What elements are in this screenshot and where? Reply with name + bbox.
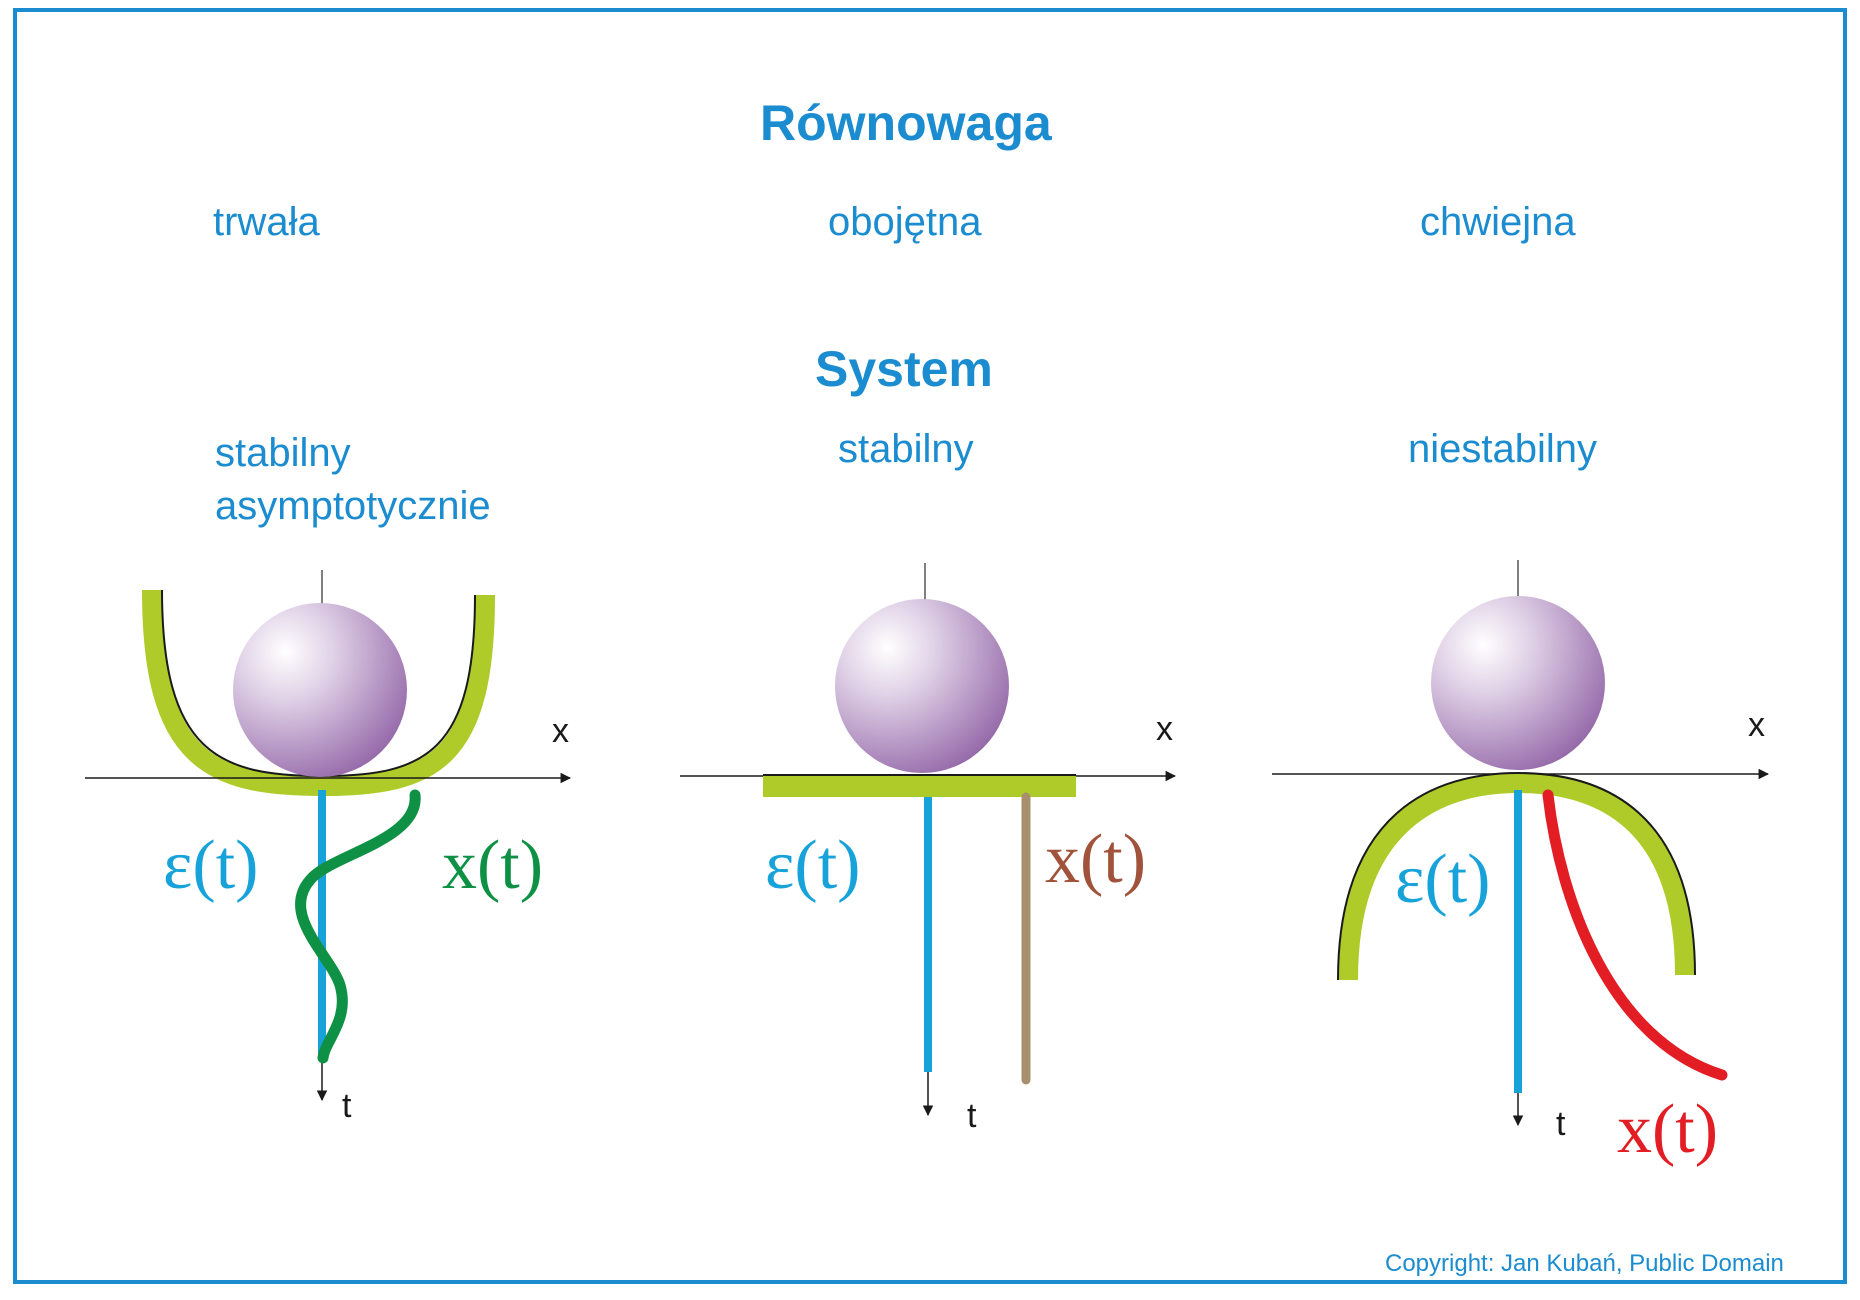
ball [835, 599, 1009, 773]
system-stable-asymptotic-label: stabilny asymptotycznie [215, 431, 491, 528]
x-axis-label: x [1156, 710, 1173, 748]
page-title: Równowaga [760, 95, 1052, 151]
bowl-surface [142, 589, 495, 797]
equilibrium-unstable-label: chwiejna [1420, 200, 1576, 244]
system-stable-label: stabilny [838, 427, 974, 471]
equilibrium-neutral-label: obojętna [828, 200, 982, 244]
ball [233, 603, 407, 777]
epsilon-label: ε(t) [163, 827, 259, 904]
t-axis-label: t [967, 1097, 977, 1135]
t-axis-label: t [342, 1087, 352, 1125]
ball [1431, 596, 1605, 770]
unstable-response-label: x(t) [1617, 1091, 1719, 1168]
epsilon-label: ε(t) [765, 827, 861, 904]
stable-response-label: x(t) [442, 827, 544, 904]
dome-edge [1337, 771, 1696, 981]
flat-surface [763, 775, 1076, 797]
x-axis-label: x [1748, 706, 1765, 744]
panel-stable [85, 570, 572, 1102]
t-axis-label: t [1556, 1105, 1566, 1143]
copyright-notice: Copyright: Jan Kubań, Public Domain [1385, 1250, 1784, 1277]
epsilon-label: ε(t) [1395, 841, 1491, 918]
equilibrium-stable-label: trwała [213, 200, 320, 244]
panel-unstable [1272, 560, 1770, 1127]
neutral-response-label: x(t) [1045, 821, 1147, 898]
system-unstable-label: niestabilny [1408, 427, 1598, 471]
panel-neutral [680, 563, 1177, 1117]
x-axis-label: x [552, 712, 569, 750]
system-title: System [815, 341, 993, 397]
stable-response-curve [295, 789, 421, 1064]
unstable-response-curve [1542, 789, 1728, 1081]
dome-surface [1338, 772, 1695, 981]
